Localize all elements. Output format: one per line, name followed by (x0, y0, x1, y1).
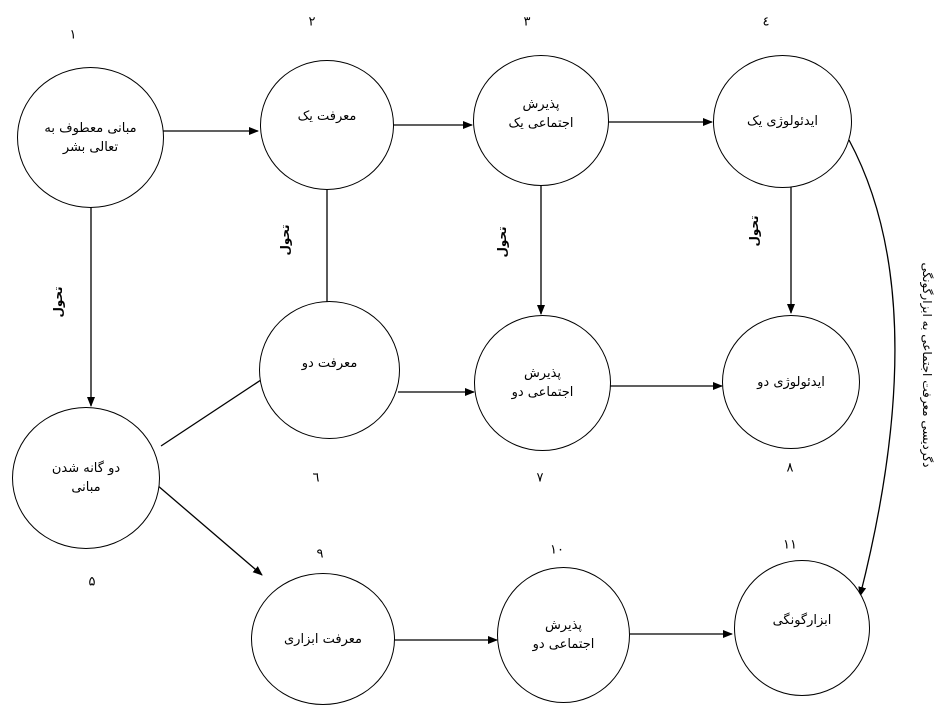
node-6-number: ٦ (313, 471, 320, 486)
node-7-number: ۷ (537, 471, 544, 486)
node-4-number: ٤ (763, 15, 770, 30)
node-8-number: ۸ (787, 461, 794, 476)
node-2-label: معرفت یک (298, 107, 357, 126)
node-8-label: ایدئولوژی دو (757, 373, 825, 392)
node-9-label: معرفت ابزاری (284, 630, 362, 649)
node-10-number: ۱۰ (550, 543, 564, 558)
node-5-number: ۵ (89, 575, 96, 590)
node-10: پذیرش اجتماعی دو (497, 567, 630, 703)
edge-5-6 (161, 372, 273, 446)
node-11-number: ۱۱ (783, 538, 797, 553)
node-9: معرفت ابزاری (251, 573, 395, 705)
transition-label-3-7: تحول (495, 226, 509, 257)
node-9-number: ۹ (317, 547, 324, 562)
node-11-label: ابزارگونگی (773, 611, 832, 630)
node-3-label: پذیرش اجتماعی یک (508, 95, 573, 133)
node-5-label: دو گانه شدن مبانی (52, 459, 120, 497)
node-2-number: ۲ (309, 15, 316, 30)
node-10-label: پذیرش اجتماعی دو (533, 616, 595, 654)
node-3: پذیرش اجتماعی یک (473, 55, 609, 186)
node-1-number: ۱ (70, 28, 77, 43)
node-2: معرفت یک (260, 60, 394, 190)
node-11: ابزارگونگی (734, 560, 870, 696)
node-3-number: ۳ (524, 15, 531, 30)
node-4: ایدئولوژی یک (713, 55, 852, 188)
transition-label-1-5: تحول (51, 286, 65, 317)
transition-label-6-2: تحول (278, 224, 292, 255)
node-6-label: معرفت دو (302, 354, 358, 373)
side-caption: دگردیسی معرفت اجتماعی به ابزارگونگی (920, 263, 934, 468)
node-8: ایدئولوژی دو (722, 315, 860, 449)
node-1-label: مبانی معطوف به تعالی بشر (44, 119, 136, 157)
node-7: پذیرش اجتماعی دو (474, 315, 611, 451)
node-7-label: پذیرش اجتماعی دو (512, 364, 574, 402)
node-4-label: ایدئولوژی یک (747, 112, 818, 131)
node-6: معرفت دو (259, 301, 400, 439)
edge-5-9 (157, 485, 262, 575)
node-1: مبانی معطوف به تعالی بشر (17, 67, 164, 208)
transition-label-4-8: تحول (747, 215, 761, 246)
node-5: دو گانه شدن مبانی (12, 407, 160, 549)
